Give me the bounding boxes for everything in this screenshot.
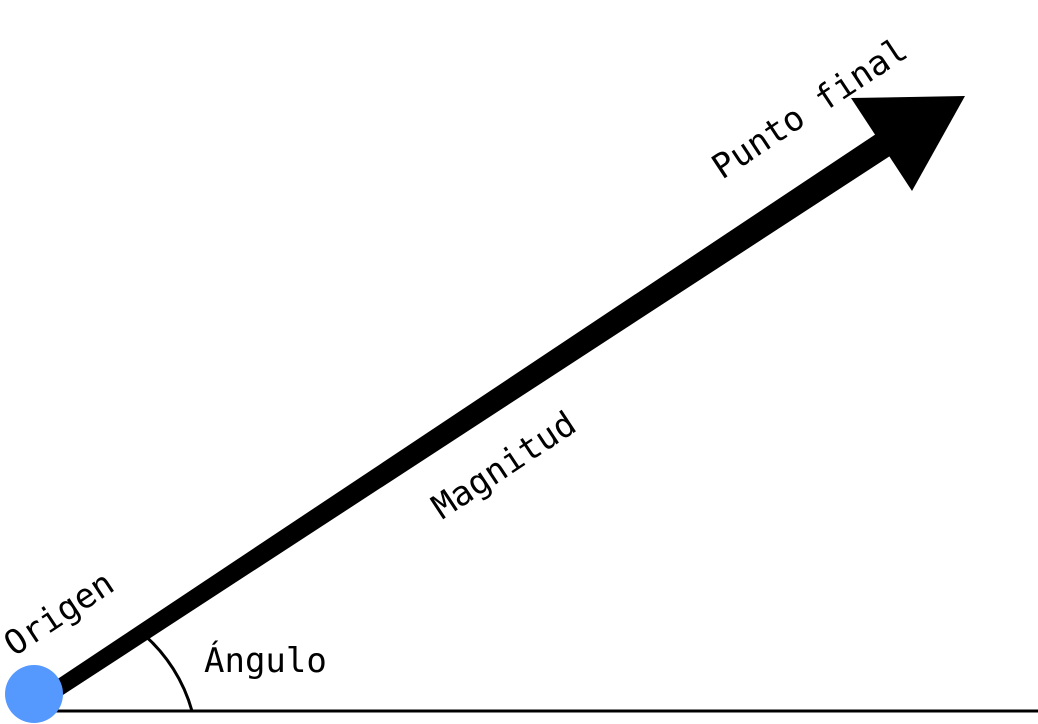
vector-arrowhead — [851, 96, 965, 191]
angle-arc — [142, 632, 194, 712]
vector-shaft — [38, 134, 890, 706]
angle-label: Ángulo — [204, 640, 327, 681]
origin-point — [5, 665, 63, 723]
